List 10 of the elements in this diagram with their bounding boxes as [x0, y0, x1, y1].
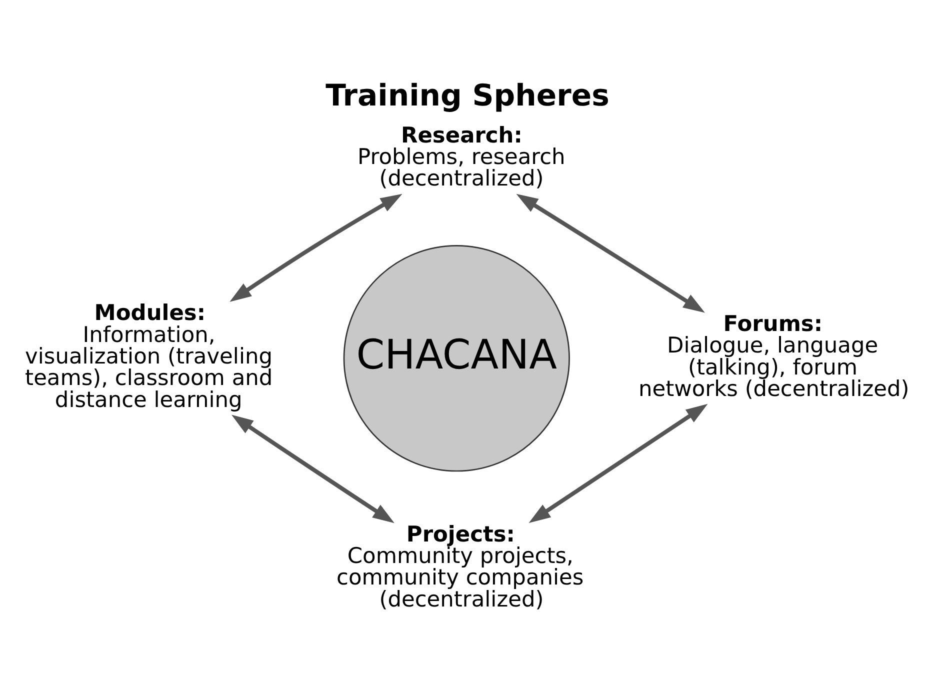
node-text: Forums: Dialogue, language (talking), forum networks (decentralized)	[638, 311, 910, 402]
arrow	[230, 193, 402, 302]
arrow	[232, 414, 394, 523]
node-text: Projects: Community projects, community companies (decentralized)	[336, 522, 584, 612]
node-text: Modules: Information, visualization (traveling teams), classroom and distance learning	[25, 300, 273, 412]
diagram-title: Training Spheres	[326, 78, 610, 113]
arrow	[516, 193, 705, 312]
node-text: Research: Problems, research (decentralized)	[358, 122, 566, 192]
node-circle: CHACANA	[343, 244, 570, 472]
arrow	[528, 403, 708, 522]
